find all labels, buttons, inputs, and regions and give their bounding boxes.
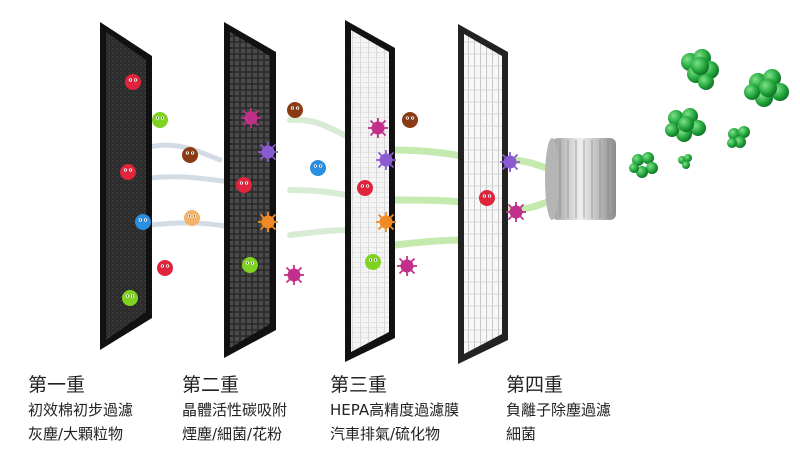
pollutant-particle-icon [152,112,168,128]
filter-panel-1 [100,22,152,350]
clean-air-clusters [629,49,789,178]
stage-3-title: 第三重 [330,374,388,396]
pollutant-particle-icon [125,74,141,90]
stage-3-line-1: HEPA高精度過濾膜 [330,401,460,419]
pollutant-particle-icon [375,211,397,233]
pollutant-particle-icon [236,177,252,193]
clean-air-cluster-icon [678,154,692,169]
clean-air-cluster-icon [744,69,789,107]
stage-3-label: 第三重 HEPA高精度過濾膜 汽車排氣/硫化物 [330,372,459,446]
pollutant-particle-icon [135,214,151,230]
stage-4-label: 第四重 負離子除塵過濾 細菌 [506,372,611,446]
pollutant-particle-icon [505,201,527,223]
stage-4-line-2: 細菌 [506,425,537,443]
pollutant-particle-icon [283,264,305,286]
fan-cylinder-icon [545,138,616,220]
clean-air-cluster-icon [681,49,719,90]
pollutant-particle-icon [182,147,198,163]
clean-air-cluster-icon [727,126,750,148]
pollutant-particle-icon [396,255,418,277]
pollutant-particle-icon [402,112,418,128]
pollutant-particle-icon [242,257,258,273]
pollutant-particle-icon [157,260,173,276]
pollutant-particle-icon [257,211,279,233]
pollutant-particle-icon [357,180,373,196]
stage-2-label: 第二重 晶體活性碳吸附 煙塵/細菌/花粉 [182,372,287,446]
pollutant-particle-icon [184,210,200,226]
stage-2-title: 第二重 [182,374,240,396]
pollutant-particle-icon [122,290,138,306]
stage-2-line-2: 煙塵/細菌/花粉 [182,425,283,443]
pollutant-particle-icon [367,117,389,139]
pollutant-particle-icon [375,149,397,171]
stage-4-title: 第四重 [506,374,564,396]
stage-1-line-1: 初效棉初步過濾 [28,401,134,419]
clean-air-cluster-icon [629,152,658,178]
pollutant-particle-icon [310,160,326,176]
pollutant-particle-icon [257,141,279,163]
stage-2-line-1: 晶體活性碳吸附 [182,401,288,419]
stage-1-line-2: 灰塵/大顆粒物 [28,425,124,443]
pollutant-particle-icon [287,102,303,118]
pollutant-particle-icon [365,254,381,270]
stage-3-line-2: 汽車排氣/硫化物 [330,425,441,443]
stage-4-line-1: 負離子除塵過濾 [506,401,612,419]
pollutant-particle-icon [499,151,521,173]
pollutant-particle-icon [120,164,136,180]
pollutant-particle-icon [479,190,495,206]
stage-1-label: 第一重 初效棉初步過濾 灰塵/大顆粒物 [28,372,133,446]
pollutant-particle-icon [240,107,262,129]
stage-1-title: 第一重 [28,374,86,396]
clean-air-cluster-icon [665,108,706,142]
